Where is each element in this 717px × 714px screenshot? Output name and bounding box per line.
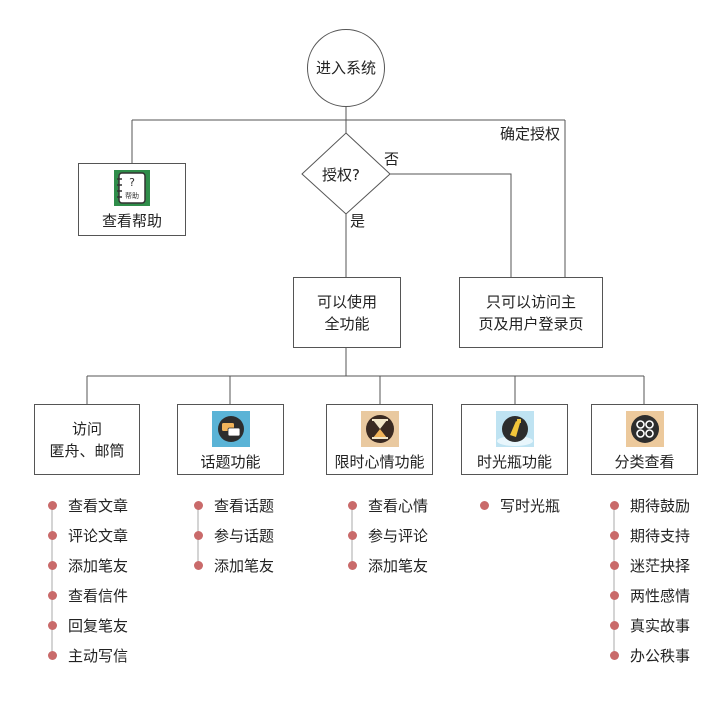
list-item: 期待鼓励 bbox=[610, 491, 690, 521]
list-item: 参与话题 bbox=[194, 521, 274, 551]
hourglass-icon bbox=[360, 411, 399, 447]
module-time-bottle-title: 时光瓶功能 bbox=[476, 453, 552, 471]
module-topic: 话题功能 bbox=[177, 404, 284, 475]
list-item: 主动写信 bbox=[48, 641, 128, 671]
limited-line-2: 页及用户登录页 bbox=[478, 314, 584, 333]
module-topic-list: 查看话题 参与话题 添加笔友 bbox=[194, 491, 274, 581]
list-item: 查看信件 bbox=[48, 581, 128, 611]
module-category: 分类查看 bbox=[591, 404, 698, 475]
start-node: 进入系统 bbox=[307, 29, 385, 107]
edge-label-yes: 是 bbox=[350, 212, 366, 230]
start-label: 进入系统 bbox=[315, 59, 376, 77]
list-item: 查看文章 bbox=[48, 491, 128, 521]
module-category-list: 期待鼓励 期待支持 迷茫抉择 两性感情 真实故事 办公秩事 bbox=[610, 491, 690, 671]
list-item: 真实故事 bbox=[610, 611, 690, 641]
module-visit-line-2: 匿舟、邮筒 bbox=[49, 441, 125, 460]
module-mood-title: 限时心情功能 bbox=[334, 453, 425, 471]
list-item: 期待支持 bbox=[610, 521, 690, 551]
module-category-title: 分类查看 bbox=[614, 453, 675, 471]
module-visit-list: 查看文章 评论文章 添加笔友 查看信件 回复笔友 主动写信 bbox=[48, 491, 128, 671]
edge-label-no: 否 bbox=[384, 150, 400, 168]
list-item: 参与评论 bbox=[348, 521, 428, 551]
list-item: 查看话题 bbox=[194, 491, 274, 521]
list-item: 办公秩事 bbox=[610, 641, 690, 671]
limited-line-1: 只可以访问主 bbox=[485, 292, 576, 311]
help-notebook-icon: ? 帮助 bbox=[114, 170, 150, 206]
module-visit-line-1: 访问 bbox=[71, 419, 102, 438]
edge-label-confirm: 确定授权 bbox=[500, 125, 561, 143]
module-mood: 限时心情功能 bbox=[326, 404, 433, 475]
module-time-bottle-list: 写时光瓶 bbox=[480, 491, 560, 521]
help-node: ? 帮助 查看帮助 bbox=[78, 163, 186, 236]
list-item: 添加笔友 bbox=[194, 551, 274, 581]
limited-access-node: 只可以访问主 页及用户登录页 bbox=[459, 277, 603, 348]
full-function-node: 可以使用 全功能 bbox=[293, 277, 401, 348]
decision-label: 授权? bbox=[322, 166, 360, 184]
category-grid-icon bbox=[625, 411, 664, 447]
list-item: 回复笔友 bbox=[48, 611, 128, 641]
connector bbox=[390, 173, 512, 277]
time-bottle-icon bbox=[495, 411, 534, 447]
help-icon-text: 帮助 bbox=[125, 191, 139, 200]
module-mood-list: 查看心情 参与评论 添加笔友 bbox=[348, 491, 428, 581]
list-item: 迷茫抉择 bbox=[610, 551, 690, 581]
list-item: 添加笔友 bbox=[348, 551, 428, 581]
module-time-bottle: 时光瓶功能 bbox=[461, 404, 568, 475]
list-item: 两性感情 bbox=[610, 581, 690, 611]
full-function-line-1: 可以使用 bbox=[316, 292, 377, 311]
list-item: 添加笔友 bbox=[48, 551, 128, 581]
decision-diamond bbox=[301, 132, 391, 215]
module-visit: 访问 匿舟、邮筒 bbox=[34, 404, 140, 475]
chat-bubbles-icon bbox=[211, 411, 250, 447]
module-topic-title: 话题功能 bbox=[200, 453, 261, 471]
svg-text:?: ? bbox=[129, 176, 135, 189]
list-item: 评论文章 bbox=[48, 521, 128, 551]
list-item: 写时光瓶 bbox=[480, 491, 560, 521]
help-label: 查看帮助 bbox=[101, 212, 162, 230]
full-function-line-2: 全功能 bbox=[324, 314, 370, 333]
list-item: 查看心情 bbox=[348, 491, 428, 521]
